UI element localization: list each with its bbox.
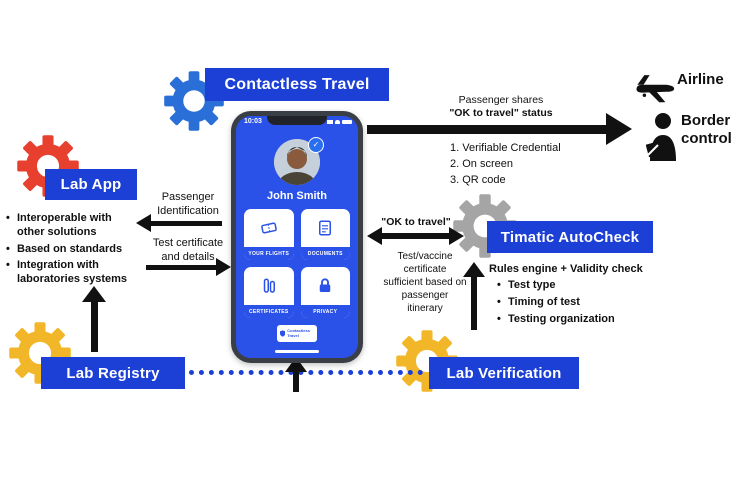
app-logo-text: Contactless Travel [287,328,310,338]
list-item: Timing of test [497,296,665,310]
list-item: Interoperable with other solutions [6,212,138,240]
tile-privacy[interactable]: PRIVACY [300,267,351,318]
signal-icon [327,120,333,124]
tile-your-flights[interactable]: YOUR FLIGHTS [244,209,294,260]
app-logo: Contactless Travel [277,325,317,342]
arrow-head [82,286,106,302]
tile-documents[interactable]: DOCUMENTS [300,209,351,260]
arrow-head [449,227,464,245]
phone-screen: 10:03 ✓ John Smith [236,116,358,358]
lock-icon [301,267,351,305]
arrow-shaft [293,371,299,392]
list-item: Testing organization [497,313,665,327]
tile-label: DOCUMENTS [300,247,350,260]
arrow-head [463,262,485,277]
arrow-shaft [150,221,222,226]
home-indicator [275,350,319,353]
airplane-icon [633,72,675,108]
timatic-heading: Rules engine + Validity check [489,263,643,275]
ok-to-travel-label: "OK to travel" [381,216,451,228]
border-control-officer-icon [646,113,678,161]
share-line2: "OK to travel" status [449,107,553,120]
wifi-icon [335,120,340,124]
arrow-shaft [146,265,216,270]
tile-label: CERTIFICATES [244,305,294,318]
battery-icon [342,120,352,124]
list-item: Integration with laboratories systems [6,259,138,287]
arrow-shaft [381,233,449,239]
airline-label: Airline [677,71,724,88]
arrow-head [606,113,632,145]
arrow-head [136,214,151,232]
document-icon [301,209,351,247]
list-item: 3. QR code [450,173,506,186]
lab-verification-banner: Lab Verification [429,357,579,389]
timatic-autocheck-banner: Timatic AutoCheck [487,221,653,253]
smartphone-mockup: 10:03 ✓ John Smith [231,111,363,363]
user-name: John Smith [267,190,327,202]
border-control-label: Border control [681,112,732,147]
arrow-shaft [471,276,477,330]
share-method-list: 1. Verifiable Credential 2. On screen 3.… [450,141,561,189]
app-tile-grid: YOUR FLIGHTS DOCUMENTS CERTIFICATES [244,209,350,318]
lab-registry-banner: Lab Registry [41,357,185,389]
tile-label: YOUR FLIGHTS [244,247,294,260]
status-bar-icons [327,120,352,124]
verified-check-icon: ✓ [308,137,324,153]
dotted-link-registry-verification [189,370,423,375]
lab-app-bullet-list: Interoperable with other solutions Based… [6,212,138,290]
arrow-head [367,227,382,245]
sufficiency-label: Test/vaccine certificate sufficient base… [383,251,467,314]
list-item: Based on standards [6,243,138,257]
arrow-head [216,258,231,276]
passenger-identification-label: Passenger Identification [157,191,219,217]
avatar-photo [274,139,320,185]
shield-icon [280,330,286,337]
share-line1: Passenger shares [458,94,544,106]
lab-app-banner: Lab App [45,169,137,200]
status-bar-time: 10:03 [244,118,262,125]
test-certificate-label: Test certificate and details [152,237,224,263]
timatic-bullet-list: Test type Timing of test Testing organiz… [497,279,665,329]
tile-label: PRIVACY [300,305,350,318]
tile-certificates[interactable]: CERTIFICATES [244,267,294,318]
list-item: 1. Verifiable Credential [450,142,561,154]
share-status-label: Passenger shares "OK to travel" status [436,94,566,120]
test-tubes-icon [244,267,294,305]
tickets-icon [244,209,294,247]
phone-notch [267,116,327,125]
list-item: Test type [497,279,665,293]
arrow-shaft [367,125,607,134]
contactless-travel-banner: Contactless Travel [205,68,389,101]
list-item: 2. On screen [450,157,513,170]
arrow-shaft [91,302,98,352]
